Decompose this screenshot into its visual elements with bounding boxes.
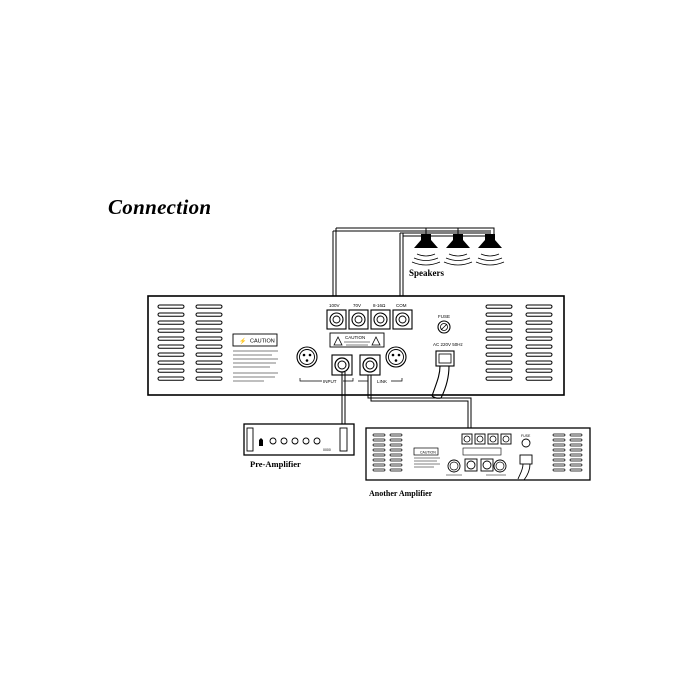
power-inlet[interactable] bbox=[519, 454, 533, 465]
xlr-link-right[interactable] bbox=[385, 346, 407, 368]
terminal-8-16ohm[interactable] bbox=[370, 309, 391, 330]
preamp-model: 0000 bbox=[323, 448, 331, 452]
link-label: LINK bbox=[377, 379, 387, 384]
caution-label: ⚡ CAUTION bbox=[232, 333, 278, 382]
preamp-knob[interactable] bbox=[269, 437, 277, 445]
fuse-label: FUSE bbox=[438, 314, 450, 319]
vent-grille-right bbox=[552, 433, 583, 472]
input-connectors bbox=[446, 458, 507, 476]
terminal-70v[interactable] bbox=[348, 309, 369, 330]
fuse-holder[interactable] bbox=[521, 438, 531, 448]
main-amplifier: ⚡ CAUTION 100V 70V 8-16Ω COM bbox=[147, 295, 565, 396]
another-amplifier-label: Another Amplifier bbox=[369, 489, 433, 498]
terminal-label-com: COM bbox=[396, 303, 407, 308]
link-jack[interactable] bbox=[359, 354, 381, 376]
power-cord bbox=[517, 463, 531, 481]
page-title: Connection bbox=[108, 195, 212, 219]
terminal[interactable] bbox=[474, 433, 486, 445]
input-label: INPUT bbox=[323, 379, 337, 384]
preamp-knob[interactable] bbox=[280, 437, 288, 445]
pre-amplifier-label: Pre-Amplifier bbox=[250, 459, 301, 469]
power-label: AC 220V 50Hz bbox=[433, 342, 464, 347]
terminal-100v[interactable] bbox=[326, 309, 347, 330]
speakers-label: Speakers bbox=[409, 268, 445, 278]
speaker-icon bbox=[443, 234, 473, 266]
warning-icon: ⚡ bbox=[239, 337, 246, 345]
preamp-knob[interactable] bbox=[302, 437, 310, 445]
speaker-terminals bbox=[461, 433, 512, 445]
terminal[interactable] bbox=[500, 433, 512, 445]
terminal-com[interactable] bbox=[392, 309, 413, 330]
pre-amplifier: 0000 Pre-Amplifier bbox=[243, 423, 355, 469]
input-link-brackets bbox=[299, 378, 403, 382]
caution-panel: CAUTION bbox=[329, 332, 385, 348]
speaker-wires bbox=[332, 227, 495, 306]
speaker-icon bbox=[411, 234, 441, 266]
caution-panel-text: CAUTION bbox=[345, 335, 365, 340]
fuse-label: FUSE bbox=[521, 434, 531, 438]
another-amplifier: CAUTION bbox=[365, 427, 591, 498]
fuse-holder[interactable] bbox=[437, 320, 451, 334]
xlr-input-left[interactable] bbox=[296, 346, 318, 368]
terminal-label-100v: 100V bbox=[329, 303, 340, 308]
speaker-icon bbox=[475, 234, 505, 266]
terminal-label-70v: 70V bbox=[353, 303, 361, 308]
speaker-terminals: 100V 70V 8-16Ω COM bbox=[326, 303, 413, 330]
vent-grille-left bbox=[372, 433, 403, 472]
caution-panel bbox=[462, 447, 502, 456]
caution-label: CAUTION bbox=[413, 447, 440, 468]
speaker-group: Speakers bbox=[409, 234, 505, 278]
terminal[interactable] bbox=[487, 433, 499, 445]
terminal[interactable] bbox=[461, 433, 473, 445]
caution-label-text: CAUTION bbox=[250, 339, 275, 345]
preamp-knob[interactable] bbox=[291, 437, 299, 445]
preamp-knob[interactable] bbox=[313, 437, 321, 445]
power-inlet[interactable] bbox=[435, 350, 455, 367]
terminal-label-8-16ohm: 8-16Ω bbox=[373, 303, 386, 308]
caution-label-text: CAUTION bbox=[420, 451, 436, 455]
